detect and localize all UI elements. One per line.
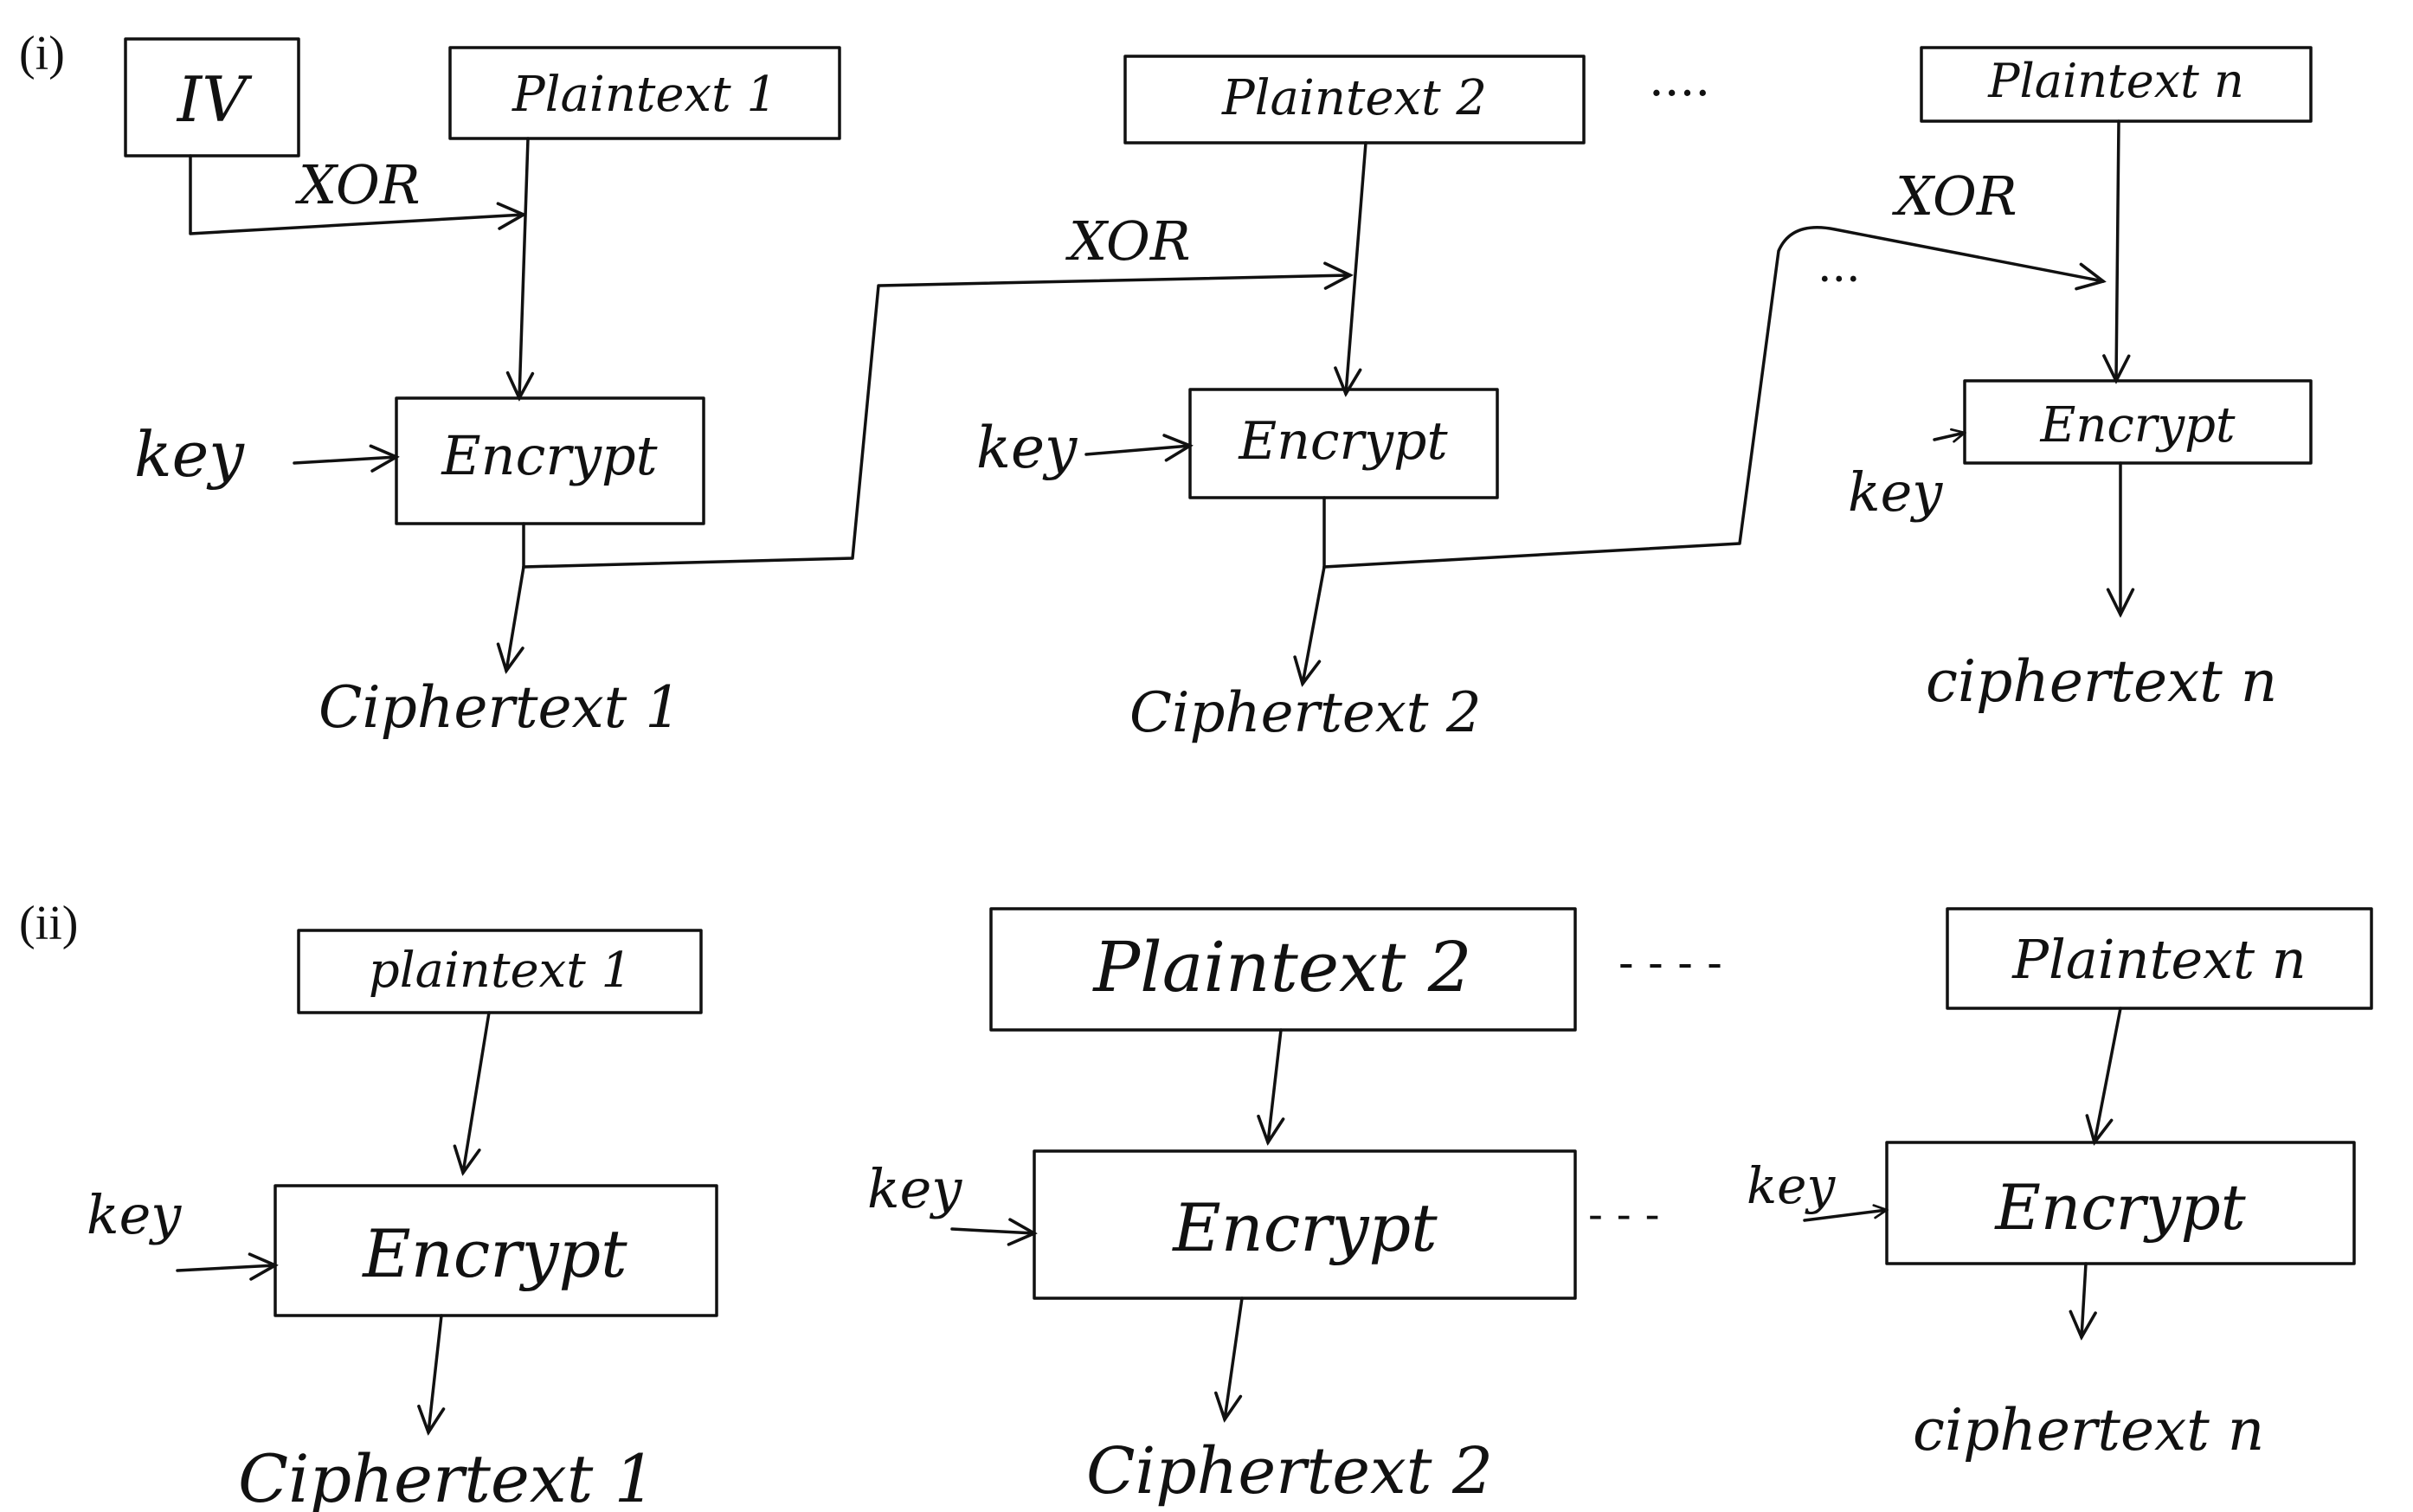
key-label-n: key (1848, 460, 1943, 524)
xor-label-2: XOR (1065, 209, 1191, 273)
part-i: (i) IV Plaintext 1 Plaintext 2 .... Plai… (19, 27, 2313, 745)
iv-label: IV (176, 63, 253, 136)
ciphertext-1-label: Ciphertext 1 (319, 674, 681, 741)
ellipsis-chain: ... (1818, 241, 1861, 293)
key-2-arrow (1084, 446, 1190, 454)
ii-encrypt-1-box: Encrypt (273, 1184, 718, 1317)
part-ii-label: (ii) (19, 897, 78, 950)
plaintext-n-label: Plaintext n (1987, 54, 2244, 108)
ii-ellipsis-mid: - - - (1588, 1189, 1659, 1239)
ii-key-2-arrow (950, 1229, 1034, 1233)
ii-plaintext-2-label: Plaintext 2 (1091, 927, 1471, 1007)
key-n-arrow (1933, 433, 1965, 440)
ii-key-n-arrow (1803, 1210, 1887, 1222)
ii-key-label-2: key (867, 1157, 962, 1220)
chain-1-to-2 (522, 275, 1350, 569)
plaintext-n-box: Plaintext n (1920, 46, 2313, 123)
ciphertext-n-label: ciphertext n (1926, 648, 2277, 715)
encrypt-2-label: Encrypt (1238, 411, 1448, 472)
ii-ciphertext-2-arrow (1225, 1296, 1244, 1419)
plaintext-n-down-arrow (2116, 119, 2119, 381)
xor-label-n: XOR (1892, 164, 2017, 228)
ii-encrypt-n-label: Encrypt (1993, 1171, 2246, 1244)
ii-ciphertext-2-label: Ciphertext 2 (1086, 1434, 1493, 1509)
key-label-2: key (976, 415, 1078, 481)
ii-plaintext-n-label: Plaintext n (2011, 928, 2306, 991)
encrypt-2-box: Encrypt (1188, 388, 1499, 499)
key-label-1: key (134, 418, 245, 491)
ciphertext-2-arrow (1303, 565, 1326, 684)
ii-plaintext-1-box: plaintext 1 (297, 929, 703, 1014)
ii-plaintext-1-label: plaintext 1 (369, 943, 632, 999)
ii-plaintext-2-down-arrow (1268, 1028, 1281, 1142)
encrypt-n-label: Encrypt (2039, 397, 2236, 454)
encrypt-1-box: Encrypt (395, 396, 705, 525)
ii-encrypt-1-label: Encrypt (361, 1215, 627, 1292)
xor-label-1: XOR (295, 153, 421, 216)
plaintext-1-down-arrow (519, 137, 528, 398)
plaintext-2-down-arrow (1346, 141, 1367, 394)
ii-key-1-arrow (176, 1265, 275, 1271)
encrypt-n-box: Encrypt (1963, 379, 2313, 465)
iv-box: IV (124, 37, 300, 158)
ciphertext-1-arrow (506, 565, 525, 671)
key-1-arrow (293, 457, 396, 463)
ii-ciphertext-n-arrow (2082, 1262, 2086, 1337)
ii-plaintext-2-box: Plaintext 2 (989, 907, 1577, 1032)
ii-encrypt-2-label: Encrypt (1171, 1189, 1438, 1266)
iv-xor-arrow (189, 154, 524, 235)
ii-plaintext-1-down-arrow (463, 1011, 491, 1173)
plaintext-1-label: Plaintext 1 (512, 67, 777, 123)
ii-encrypt-2-box: Encrypt (1033, 1149, 1577, 1300)
ii-plaintext-n-box: Plaintext n (1946, 907, 2373, 1010)
ii-key-label-n: key (1747, 1156, 1836, 1215)
ii-ellipsis-top: - - - - (1618, 937, 1722, 989)
plaintext-2-box: Plaintext 2 (1123, 55, 1586, 145)
encrypt-1-label: Encrypt (441, 424, 657, 487)
plaintext-2-label: Plaintext 2 (1221, 70, 1487, 126)
ii-ciphertext-1-label: Ciphertext 1 (238, 1440, 656, 1512)
ii-ciphertext-1-arrow (428, 1314, 441, 1432)
ii-encrypt-n-box: Encrypt (1885, 1141, 2356, 1265)
chain-2-to-n (1322, 226, 2103, 569)
ii-plaintext-n-down-arrow (2094, 1007, 2122, 1142)
ii-ciphertext-n-label: ciphertext n (1913, 1397, 2264, 1464)
ciphertext-2-label: Ciphertext 2 (1129, 681, 1482, 745)
part-i-label: (i) (19, 27, 65, 80)
part-ii: (ii) plaintext 1 Encrypt key Ciphertext … (19, 897, 2373, 1512)
ellipsis-top: .... (1649, 51, 1710, 107)
ii-key-label-1: key (87, 1183, 182, 1246)
plaintext-1-box: Plaintext 1 (448, 46, 841, 140)
